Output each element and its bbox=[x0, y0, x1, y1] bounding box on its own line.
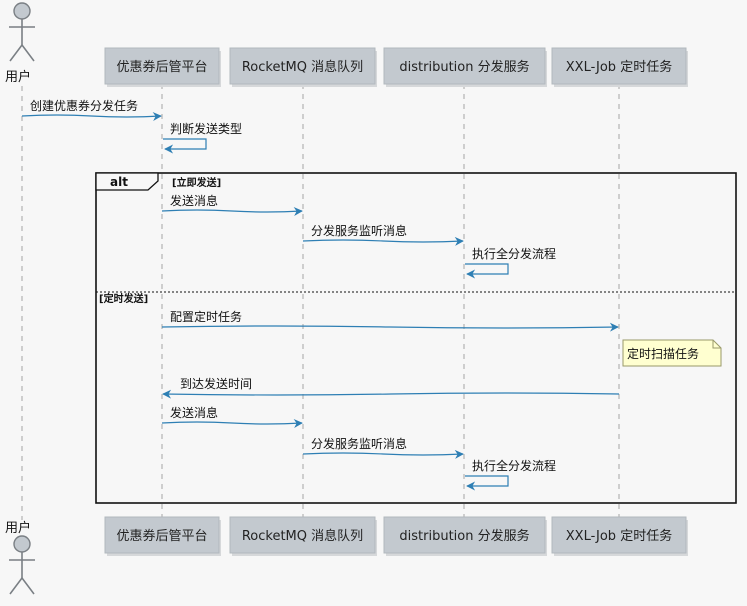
participant-admin-bottom: 优惠券后管平台 bbox=[104, 516, 221, 556]
participant-label: XXL-Job 定时任务 bbox=[566, 528, 672, 544]
participant-dist-top: distribution 分发服务 bbox=[383, 47, 547, 87]
actor-head bbox=[13, 2, 31, 20]
message-7: 到达发送时间 bbox=[162, 376, 620, 399]
alt-label: alt bbox=[110, 175, 128, 189]
message-arrow bbox=[161, 418, 303, 428]
message-4: 分发服务监听消息 bbox=[302, 223, 464, 246]
participant-box bbox=[229, 47, 376, 85]
actor-leg-left bbox=[9, 44, 23, 62]
actor-head bbox=[13, 535, 31, 553]
actor-user-top: 用户 bbox=[5, 2, 35, 85]
participant-xxl-bottom: XXL-Job 定时任务 bbox=[551, 516, 688, 556]
actor-user-bottom: 用户 bbox=[5, 520, 35, 595]
message-8: 发送消息 bbox=[161, 405, 303, 428]
message-label: 判断发送类型 bbox=[170, 121, 242, 136]
message-label: 发送消息 bbox=[170, 405, 218, 420]
alt-fragment-tab bbox=[95, 172, 159, 191]
message-10: 执行全分发流程 bbox=[465, 458, 556, 491]
actor-leg-right bbox=[21, 577, 35, 595]
participant-mq-bottom: RocketMQ 消息队列 bbox=[229, 516, 377, 556]
participant-box bbox=[229, 516, 376, 554]
participant-label: RocketMQ 消息队列 bbox=[242, 528, 363, 544]
actor-leg-left bbox=[9, 577, 23, 595]
guard-scheduled: [定时发送] bbox=[99, 292, 148, 305]
participant-xxl-top: XXL-Job 定时任务 bbox=[551, 47, 688, 87]
participant-box bbox=[104, 516, 220, 554]
participant-label: distribution 分发服务 bbox=[399, 59, 529, 75]
self-arrow bbox=[465, 475, 509, 491]
actor-leg-right bbox=[21, 44, 35, 62]
message-arrow bbox=[162, 389, 620, 399]
participant-box bbox=[383, 516, 546, 554]
note-fold bbox=[712, 340, 721, 349]
message-6: 配置定时任务 bbox=[161, 309, 619, 332]
message-arrow bbox=[161, 206, 303, 216]
message-arrow bbox=[302, 449, 464, 459]
message-label: 分发服务监听消息 bbox=[311, 436, 407, 451]
message-9: 分发服务监听消息 bbox=[302, 436, 464, 459]
note-body bbox=[622, 339, 722, 367]
guard-immediate: [立即发送] bbox=[172, 176, 221, 189]
participant-label: RocketMQ 消息队列 bbox=[242, 59, 363, 75]
message-arrow bbox=[161, 322, 619, 332]
note-text: 定时扫描任务 bbox=[627, 346, 699, 361]
participant-mq-top: RocketMQ 消息队列 bbox=[229, 47, 377, 87]
message-arrow bbox=[21, 111, 162, 121]
participant-box bbox=[551, 516, 687, 554]
alt-fragment: alt [立即发送] [定时发送] bbox=[95, 172, 737, 504]
participant-label: distribution 分发服务 bbox=[399, 528, 529, 544]
participant-dist-bottom: distribution 分发服务 bbox=[383, 516, 547, 556]
message-3: 发送消息 bbox=[161, 193, 303, 216]
participant-label: XXL-Job 定时任务 bbox=[566, 59, 672, 75]
message-label: 创建优惠券分发任务 bbox=[30, 98, 138, 113]
participant-label: 优惠券后管平台 bbox=[116, 528, 207, 544]
message-2: 判断发送类型 bbox=[163, 121, 242, 154]
self-arrow bbox=[163, 138, 207, 154]
participant-label: 优惠券后管平台 bbox=[116, 59, 207, 75]
participant-box bbox=[104, 47, 220, 85]
message-label: 到达发送时间 bbox=[180, 376, 252, 391]
self-arrow bbox=[465, 263, 509, 279]
message-label: 执行全分发流程 bbox=[472, 246, 556, 261]
note-xxl: 定时扫描任务 bbox=[622, 339, 722, 367]
participant-box bbox=[551, 47, 687, 85]
participant-admin-top: 优惠券后管平台 bbox=[104, 47, 221, 87]
participant-box bbox=[383, 47, 546, 85]
actor-label: 用户 bbox=[5, 520, 31, 536]
message-5: 执行全分发流程 bbox=[465, 246, 556, 279]
message-label: 发送消息 bbox=[170, 193, 218, 208]
message-1: 创建优惠券分发任务 bbox=[21, 98, 162, 121]
message-label: 配置定时任务 bbox=[170, 309, 242, 324]
alt-fragment-border bbox=[95, 172, 737, 504]
message-label: 执行全分发流程 bbox=[472, 458, 556, 473]
message-arrow bbox=[302, 236, 464, 246]
actor-label: 用户 bbox=[5, 69, 31, 85]
message-label: 分发服务监听消息 bbox=[311, 223, 407, 238]
